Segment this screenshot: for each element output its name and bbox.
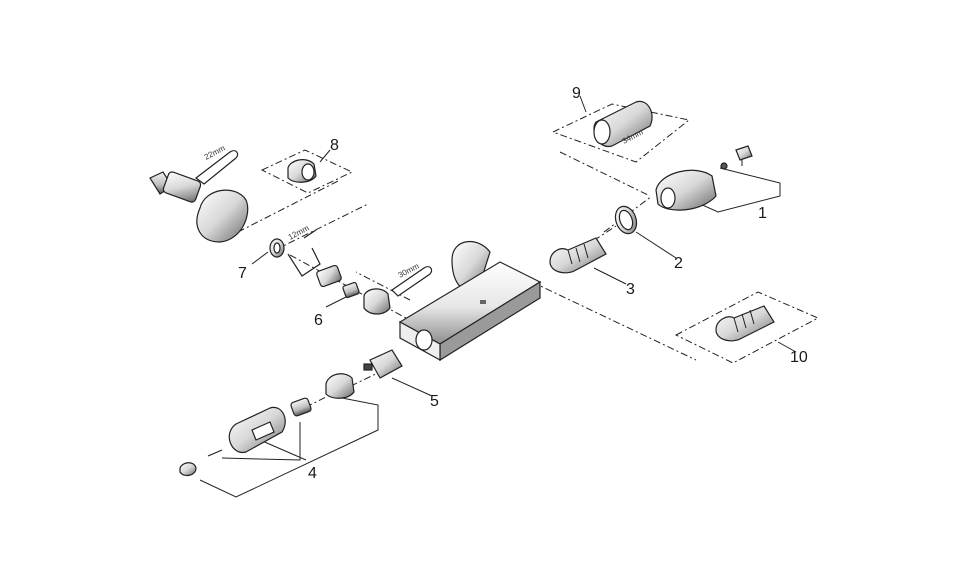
callout-2: 2 xyxy=(674,255,683,272)
part-10-cartridge xyxy=(715,305,775,342)
callout-6: 6 xyxy=(314,312,323,329)
wrench-30mm-part: 30mm xyxy=(391,261,433,297)
kit-box-10 xyxy=(674,291,820,364)
left-wall-union-part xyxy=(149,171,249,243)
callout-10: 10 xyxy=(790,349,808,366)
part-6-connector xyxy=(316,264,391,315)
callout-8: 8 xyxy=(330,137,339,154)
kit-box-9 xyxy=(551,103,691,163)
part-2-ring xyxy=(614,205,638,235)
callout-1: 1 xyxy=(758,205,767,222)
callout-5: 5 xyxy=(430,393,439,410)
part-4-handle-assembly xyxy=(179,373,355,477)
part-3-cartridge xyxy=(549,237,607,274)
callout-labels: 1 2 3 4 5 6 7 8 9 10 xyxy=(238,85,808,482)
callout-9: 9 xyxy=(572,85,581,102)
callout-4: 4 xyxy=(308,465,317,482)
dimension-12mm: 12mm xyxy=(287,223,311,242)
wrench-22mm-part: 22mm xyxy=(195,143,239,185)
part-8-nut xyxy=(287,159,317,183)
part-7-washer xyxy=(269,238,285,258)
part-5-cartridge xyxy=(363,349,403,379)
callout-7: 7 xyxy=(238,265,247,282)
callout-3: 3 xyxy=(626,281,635,298)
kit-box-8 xyxy=(260,149,354,194)
part-1-handle xyxy=(655,145,753,211)
allen-key-12mm-part: 12mm xyxy=(287,223,321,277)
thermostat-body-part xyxy=(398,240,542,362)
